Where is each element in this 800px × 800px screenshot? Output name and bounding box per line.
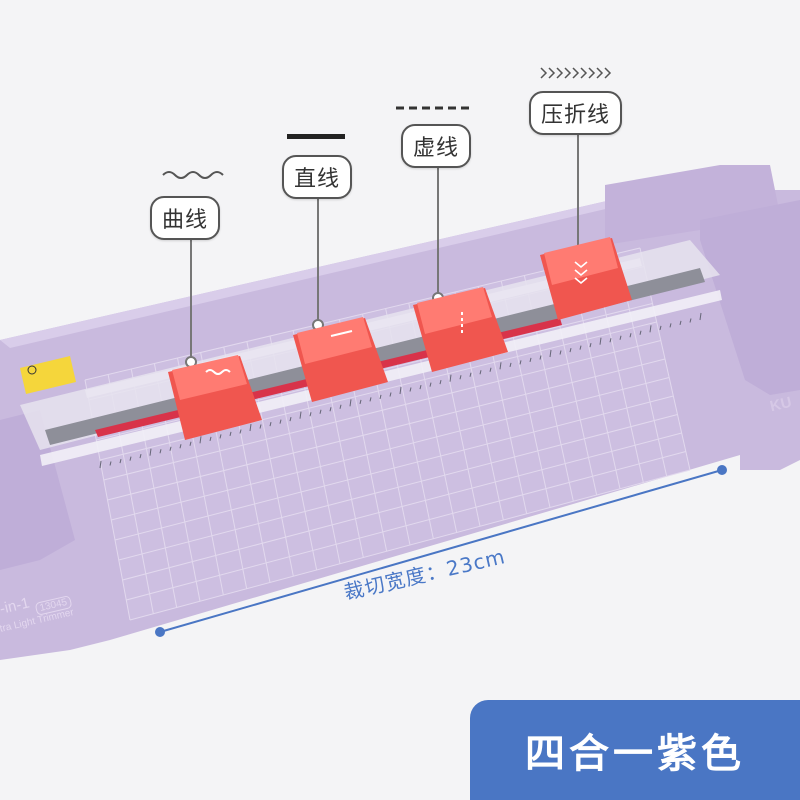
chevron-mark [580, 67, 588, 79]
ruler-tick [459, 375, 462, 380]
grid-line [122, 432, 682, 581]
grid-line [129, 469, 691, 621]
ruler-tick [279, 419, 282, 424]
grid-line [103, 340, 661, 481]
ruler-tick [299, 411, 302, 419]
ruler-tick [259, 424, 262, 429]
ruler-ticks [99, 312, 702, 469]
ruler-tick [169, 446, 172, 451]
width-measure-line [155, 465, 727, 637]
grid-line [126, 451, 686, 601]
grid-line [114, 395, 674, 541]
wavy-line-icon [162, 171, 224, 179]
ruler-tick [679, 320, 682, 326]
ruler-tick [289, 417, 292, 422]
ruler-tick [329, 407, 332, 412]
cutter-head-curve[interactable] [168, 355, 262, 440]
ruler-tick [139, 454, 142, 459]
callout-straight-line: 直线 [282, 155, 353, 199]
ruler-tick [239, 429, 242, 434]
ruler-tick [149, 448, 152, 456]
callout-curve-line: 曲线 [150, 196, 221, 240]
ruler-tick [359, 399, 362, 404]
solid-line-icon [287, 134, 345, 139]
cutter-head-straight[interactable] [293, 317, 388, 402]
ruler-tick [479, 370, 482, 375]
ruler-tick [209, 436, 212, 441]
ruler-tick [579, 345, 582, 350]
ruler-tick [429, 382, 432, 387]
ruler-tick [419, 384, 422, 390]
chevron-mark [604, 67, 612, 79]
ruler-tick [539, 355, 542, 360]
chevron-mark [540, 67, 548, 79]
ruler-tick [659, 325, 662, 330]
ruler-tick [269, 421, 272, 427]
grid-line [118, 414, 678, 561]
grid-line [111, 377, 670, 521]
ruler-tick [189, 441, 192, 446]
ruler-tick [449, 374, 452, 382]
ruler-tick [529, 357, 532, 363]
ruler-tick [349, 399, 352, 407]
ruler-tick [99, 460, 102, 469]
chevron-mark [564, 67, 572, 79]
callout-crease-line: 压折线 [529, 91, 623, 135]
ruler-tick [619, 335, 622, 340]
ruler-tick [119, 458, 122, 464]
ruler-tick [129, 456, 132, 461]
ruler-tick [609, 338, 612, 343]
chevron-mark [572, 67, 580, 79]
warning-label [20, 356, 76, 394]
ruler-tick [639, 330, 642, 335]
ruler-tick [179, 444, 182, 449]
cutter-head-dashed[interactable] [413, 287, 508, 372]
chevron-mark [556, 67, 564, 79]
ruler-tick [389, 392, 392, 397]
grid-line [107, 358, 666, 501]
ruler-tick [199, 436, 202, 444]
ruler-tick [309, 412, 312, 417]
ruler-tick [109, 461, 112, 466]
chevron-crease-icon [540, 67, 612, 79]
ruler-tick [669, 323, 672, 328]
ruler-tick [599, 337, 602, 345]
ruler-tick [369, 397, 372, 402]
ruler-tick [569, 347, 572, 353]
ruler-tick [549, 349, 552, 358]
callout-dashed-line: 虚线 [401, 124, 472, 168]
ruler-tick [219, 434, 222, 439]
ruler-tick [339, 404, 342, 409]
ruler-tick [379, 394, 382, 400]
ruler-tick [399, 386, 402, 395]
ruler-tick [589, 343, 592, 348]
ruler-tick [159, 449, 162, 454]
ruler-tick [499, 362, 502, 370]
ruler-tick [559, 350, 562, 355]
ruler-tick [519, 360, 522, 365]
ruler-tick [629, 333, 632, 338]
ruler-tick [469, 372, 472, 377]
ruler-tick [649, 325, 652, 333]
ruler-tick [409, 387, 412, 392]
color-badge: 四合一紫色 [470, 700, 800, 800]
ruler-tick [439, 380, 442, 385]
ruler-tick [229, 431, 232, 437]
chevron-mark [588, 67, 596, 79]
ruler-tick [319, 409, 322, 414]
ruler-tick [249, 423, 252, 432]
ruler-tick [699, 312, 702, 321]
ruler-tick [509, 362, 512, 367]
chevron-mark [596, 67, 604, 79]
cutter-head-crease[interactable] [540, 237, 632, 320]
color-badge-label: 四合一紫色 [525, 731, 745, 777]
ruler-tick [489, 367, 492, 372]
ruler-tick [689, 318, 692, 323]
chevron-mark [548, 67, 556, 79]
